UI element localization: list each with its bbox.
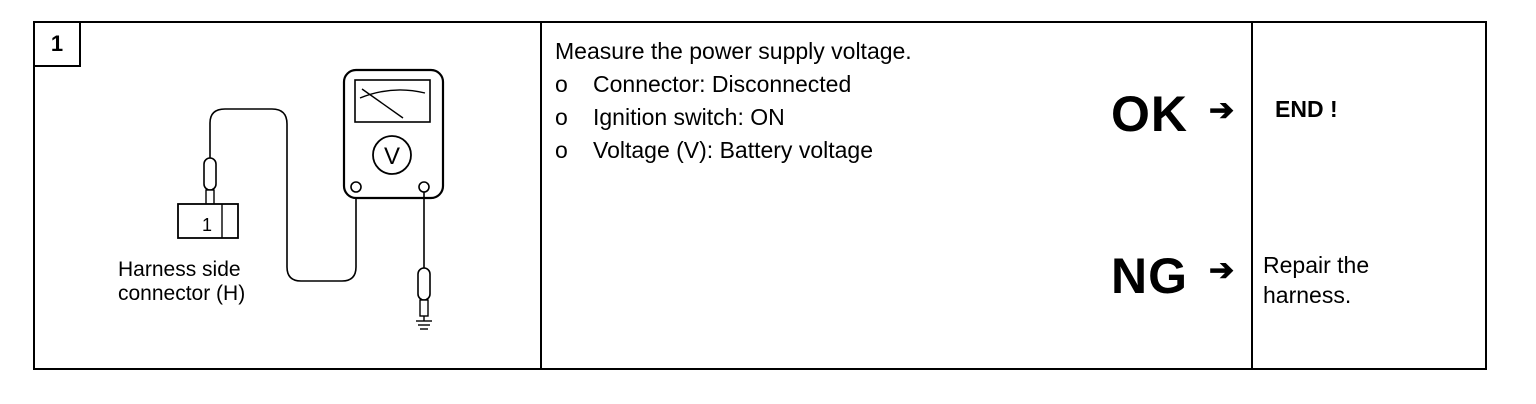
instruction-item: o Ignition switch: ON [555, 101, 912, 134]
instruction-item: o Voltage (V): Battery voltage [555, 134, 912, 167]
ng-arrow-icon: ➔ [1209, 254, 1235, 287]
ok-label: OK [1111, 86, 1188, 142]
instruction-item: o Connector: Disconnected [555, 68, 912, 101]
instruction-text: Voltage (V): Battery voltage [593, 137, 873, 163]
instruction-text: Connector: Disconnected [593, 71, 852, 97]
bullet: o [555, 104, 568, 130]
meter-symbol: V [384, 143, 400, 170]
bullet: o [555, 71, 568, 97]
ground-probe [416, 192, 432, 330]
ng-label: NG [1111, 248, 1188, 304]
bullet: o [555, 137, 568, 163]
connector-pin-label: 1 [202, 215, 212, 235]
column-divider [540, 23, 542, 368]
ok-arrow-icon: ➔ [1209, 94, 1235, 127]
connector-caption-line1: Harness side [118, 258, 241, 281]
test-lead-wire [209, 108, 357, 282]
ok-result: END ! [1275, 96, 1338, 122]
instructions: Measure the power supply voltage. o Conn… [555, 35, 912, 167]
instructions-title: Measure the power supply voltage. [555, 38, 912, 64]
column-divider [1251, 23, 1253, 368]
harness-connector: 1 [177, 203, 239, 239]
connector-caption-line2: connector (H) [118, 282, 246, 305]
voltmeter-diagram: 1 V [177, 68, 445, 330]
ng-result-line1: Repair the [1263, 252, 1370, 278]
ng-result-line2: harness. [1263, 282, 1352, 308]
connector-probe [203, 157, 217, 206]
voltmeter: V [342, 68, 445, 200]
step-number: 1 [35, 23, 81, 67]
troubleshooting-table: 1 1 V [33, 21, 1487, 370]
instruction-text: Ignition switch: ON [593, 104, 785, 130]
